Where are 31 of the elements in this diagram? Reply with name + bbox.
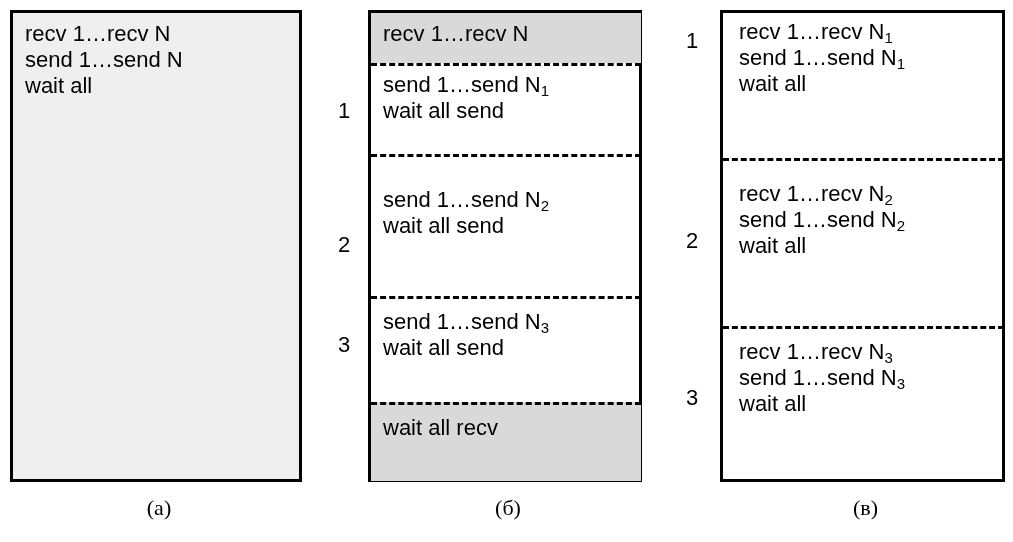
code-line: wait all send [383, 335, 505, 361]
code-line: send 1…send N$_{2}$ [383, 187, 550, 213]
code-line: wait all [739, 233, 807, 259]
code-line: send 1…send N$_{1}$ [383, 72, 550, 98]
code-line: recv 1…recv N$_{2}$ [739, 181, 893, 207]
code-line: send 1…send N$_{1}$ [739, 45, 906, 71]
panel-caption: (в) [853, 495, 878, 521]
code-line: wait all [739, 391, 807, 417]
code-line: send 1…send N$_{2}$ [739, 207, 906, 233]
step-number: 2 [686, 228, 699, 254]
code-line: recv 1…recv N$_{1}$ [739, 19, 893, 45]
code-line: send 1…send N$_{3}$ [739, 365, 906, 391]
step-number: 1 [338, 98, 351, 124]
code-line: recv 1…recv N$_{3}$ [739, 339, 893, 365]
step-number: 1 [686, 28, 699, 54]
code-line: wait all [25, 73, 93, 99]
code-line: wait all send [383, 98, 505, 124]
shaded-band [371, 13, 641, 63]
panel-caption: (a) [146, 495, 172, 521]
step-number: 2 [338, 232, 351, 258]
code-line: wait all recv [383, 415, 498, 441]
shaded-band [371, 402, 641, 481]
code-line: send 1…send N$_{3}$ [383, 309, 550, 335]
code-line: wait all send [383, 213, 505, 239]
code-line: recv 1…recv N [383, 21, 529, 47]
step-number: 3 [686, 385, 699, 411]
code-line: send 1…send N [25, 47, 183, 73]
step-number: 3 [338, 332, 351, 358]
code-line: wait all [739, 71, 807, 97]
panel-caption: (б) [495, 495, 521, 521]
code-line: recv 1…recv N [25, 21, 171, 47]
